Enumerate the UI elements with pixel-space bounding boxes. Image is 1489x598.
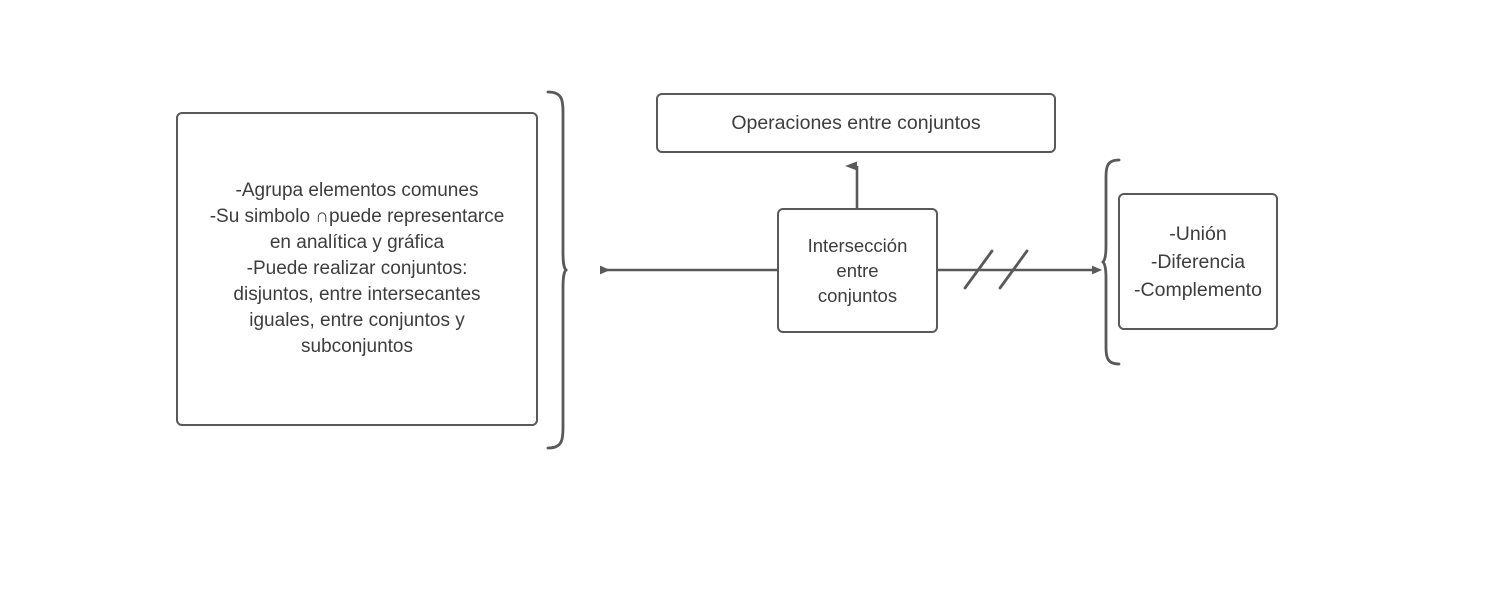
connector-intersection-to-operations-list [938,249,1103,290]
operations-list-box[interactable]: -Unión -Diferencia -Complemento [1118,193,1278,330]
break-slash-mark-2 [998,249,1029,290]
intersection-box[interactable]: Intersección entre conjuntos [777,208,938,333]
operations-list-brace [1101,158,1121,366]
details-box[interactable]: -Agrupa elementos comunes -Su simbolo ∩p… [176,112,538,426]
details-box-label: -Agrupa elementos comunes -Su simbolo ∩p… [209,180,505,357]
break-slash-mark-1 [963,249,994,290]
details-brace [546,90,568,450]
operations-list-box-label: -Unión -Diferencia -Complemento [1134,222,1262,301]
intersection-box-label: Intersección entre conjuntos [807,235,908,306]
operations-box[interactable]: Operaciones entre conjuntos [656,93,1056,153]
operations-box-label: Operaciones entre conjuntos [731,111,981,134]
